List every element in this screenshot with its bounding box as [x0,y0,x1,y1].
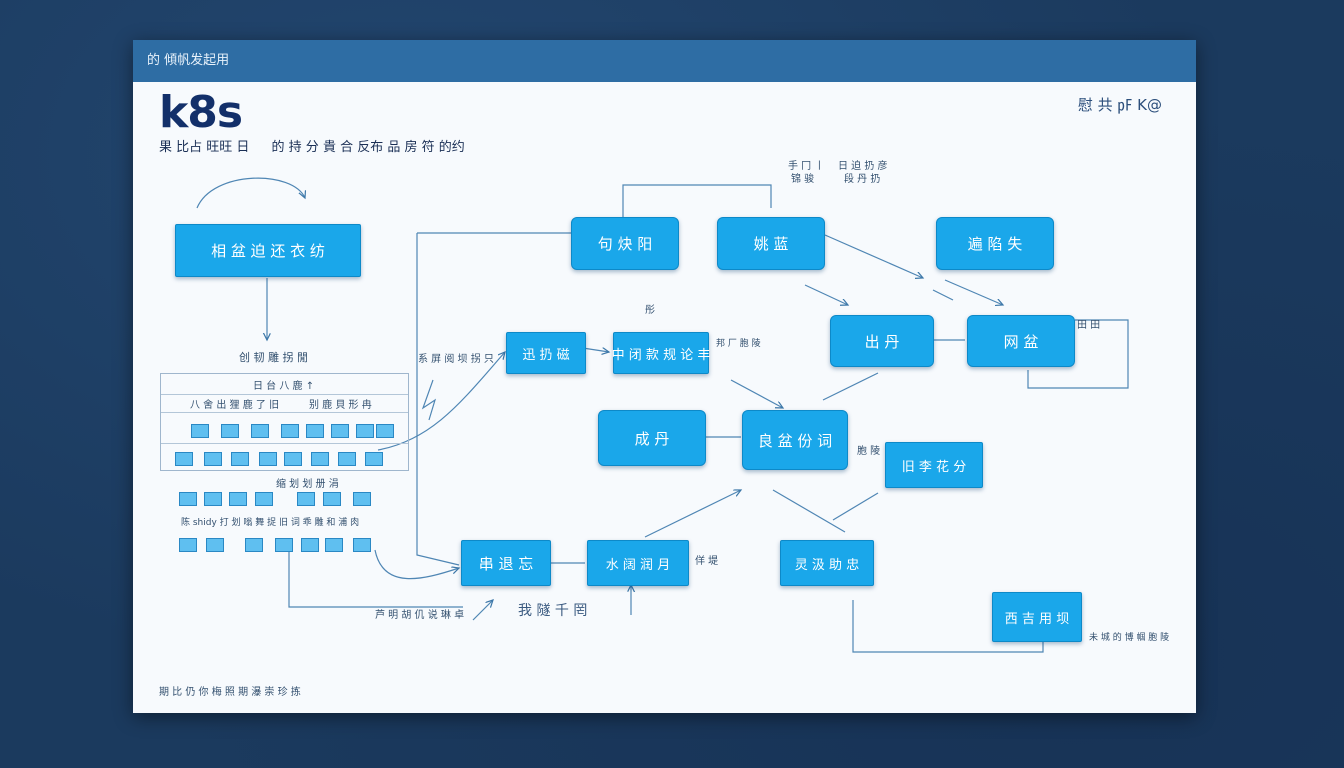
line-n3-n7 [944,279,1003,305]
mid-left-group-label: 缩 划 划 册 涓 [276,479,339,490]
chip[interactable] [323,492,341,506]
left-table [160,373,409,471]
chip[interactable] [284,452,302,466]
line-n7-loop [1027,319,1129,389]
label-near-node-7: 田 田 [1077,320,1101,331]
chip[interactable] [311,452,329,466]
top-right-caption: 慰 共 ㎊ K@ [1077,96,1162,114]
label-above-node-5: 彤 [645,305,655,316]
chip[interactable] [297,492,315,506]
label-near-node-4: 系 屏 阅 坝 拐 只 [418,354,494,365]
connector-lines [196,177,1129,653]
line-bottom [288,550,463,608]
line-n2-n6 [824,234,923,278]
chips-caption: 陈 shidy 打 划 嗡 舞 捉 旧 词 乖 雕 和 浦 肉 [181,518,360,528]
chip[interactable] [255,492,273,506]
table-divider-1 [161,394,408,395]
node-10[interactable]: 旧 李 花 分 [885,442,983,488]
line-n5-n9 [730,379,783,408]
chip[interactable] [259,452,277,466]
subtitle-part-b: 的 持 分 貴 合 反布 品 房 符 的约 [271,140,465,155]
node-11[interactable]: 串 退 忘 [461,540,551,586]
node-6[interactable]: 出 丹 [830,315,934,367]
node-1[interactable]: 句 炔 阳 [571,217,679,270]
title-bar: 的 傾帆发起用 [133,40,1196,82]
chip[interactable] [338,452,356,466]
chip[interactable] [356,424,374,438]
chip[interactable] [206,538,224,552]
diagram-panel: 的 傾帆发起用 k8s 果 比占 旺旺 日 的 持 分 貴 合 反布 品 房 符… [133,40,1196,713]
corner-note: 期 比 仍 你 梅 照 期 瀑 崇 珍 拣 [159,687,301,698]
node-5[interactable]: 中 闭 款 规 论 丰 [612,332,710,374]
node-2[interactable]: 姚 蓝 [717,217,825,270]
chip[interactable] [353,492,371,506]
table-divider-3 [161,443,408,444]
table-row-b: 别 鹿 貝 形 冉 [309,400,372,411]
label-top-mid-b: 锦 骏 [791,174,815,185]
chip[interactable] [365,452,383,466]
label-near-node-12: 佯 堤 [695,556,719,567]
line-n14-side [472,600,493,621]
node-8[interactable]: 成 丹 [598,410,706,466]
chip[interactable] [191,424,209,438]
line-left-vertical [416,233,460,566]
chip[interactable] [221,424,239,438]
line-chips-n11 [374,549,459,580]
node-7[interactable]: 网 盆 [967,315,1075,367]
line-n1-n2-top [622,184,772,218]
label-near-node-5: 邦 厂 胞 陵 [716,339,761,349]
subtitle: 果 比占 旺旺 日 的 持 分 貴 合 反布 品 房 符 的约 [159,136,483,155]
chip[interactable] [251,424,269,438]
line-n9-n13 [772,489,846,533]
label-near-node-14: 未 城 的 博 帼 胞 陵 [1089,633,1170,643]
line-to-n6a [804,284,848,305]
label-top-mid-c: 日 迫 扔 彦 [838,161,888,172]
chip[interactable] [179,492,197,506]
chip[interactable] [175,452,193,466]
line-n10-n13 [832,492,879,521]
logo-text: k8s [159,87,243,138]
line-n2-arrow [932,289,954,301]
node-13[interactable]: 灵 汲 助 忠 [780,540,874,586]
label-bottom-left: 芦 明 胡 仉 说 琳 卓 [375,610,465,621]
node-4[interactable]: 迅 扔 磁 [506,332,586,374]
line-n13-bottom [852,600,1044,653]
chip[interactable] [325,538,343,552]
chip[interactable] [245,538,263,552]
chip[interactable] [204,452,222,466]
node-14[interactable]: 西 吉 用 坝 [992,592,1082,642]
zigzag-left [421,379,437,421]
node-3[interactable]: 遍 陷 失 [936,217,1054,270]
chip[interactable] [376,424,394,438]
line-n12-n9 [644,490,741,538]
chip[interactable] [331,424,349,438]
node-9[interactable]: 良 盆 份 词 [742,410,848,470]
left-group-title: 创 韧 雕 拐 閒 [239,351,308,364]
chip[interactable] [204,492,222,506]
line-table-n4 [377,352,505,451]
line-n6-n9 [822,372,879,401]
node-12[interactable]: 水 阔 润 月 [587,540,689,586]
chip[interactable] [229,492,247,506]
chip[interactable] [306,424,324,438]
chip[interactable] [231,452,249,466]
table-header: 日 台 八 鹿 ↑ [253,381,315,392]
label-top-mid-d: 段 丹 扔 [844,174,881,185]
loop-arrow-start [196,177,305,209]
subtitle-part-a: 果 比占 旺旺 日 [159,140,250,155]
chip[interactable] [275,538,293,552]
table-divider-2 [161,412,408,413]
label-top-mid-a: 手 冂 丨 [788,161,825,172]
table-row-a: 八 舍 出 狸 鹿 了 旧 [190,400,280,411]
chip[interactable] [353,538,371,552]
chip[interactable] [281,424,299,438]
label-bottom-mid: 我 隧 千 罔 [518,603,588,619]
chip[interactable] [301,538,319,552]
label-near-node-9: 胞 陵 [857,446,881,457]
node-start[interactable]: 相 盆 迫 还 衣 纺 [175,224,361,277]
chip[interactable] [179,538,197,552]
